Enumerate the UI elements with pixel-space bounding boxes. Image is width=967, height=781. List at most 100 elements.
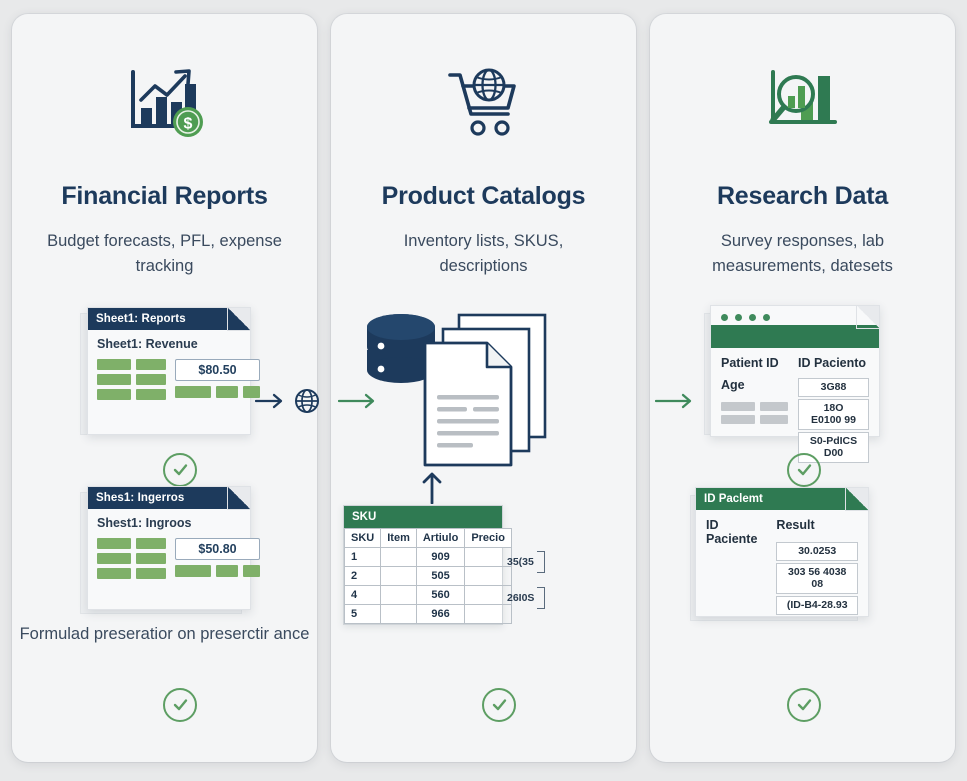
value-box: 303 56 4038 08 <box>776 562 858 594</box>
patient-doc-bottom[interactable]: ID Paclemt ID Paciente Result 30.0253 30… <box>695 486 869 617</box>
sku-table[interactable]: SKU SKU Item Artiulo Precio 1 909 <box>343 504 512 625</box>
table-row[interactable]: 4 560 <box>343 584 512 605</box>
table-header-row: SKU Item Artiulo Precio <box>343 527 512 548</box>
cell-item <box>380 603 417 624</box>
table-title: SKU <box>344 505 502 528</box>
cell-sku: 1 <box>343 546 382 567</box>
page-fold-icon <box>856 305 879 329</box>
redacted-block <box>721 401 755 411</box>
data-cell <box>97 373 131 385</box>
data-cell <box>216 564 238 577</box>
redacted-block <box>721 414 755 424</box>
arrow-right-icon <box>655 393 692 409</box>
connector-to-catalogs <box>338 392 380 410</box>
stage-catalogs: SKU SKU Item Artiulo Precio 1 909 <box>331 305 636 735</box>
page-title: Research Data <box>716 182 889 210</box>
column-header-precio: Precio <box>464 527 512 548</box>
brace-icon <box>537 586 546 609</box>
stage-financial: Sheet1: Reports Sheet1: Revenue $80.50 <box>12 305 317 735</box>
data-cell <box>136 552 166 564</box>
doc-header <box>711 324 879 348</box>
cell-item <box>380 546 417 567</box>
data-cell <box>97 388 131 400</box>
doc-sublabel: Sheet1: Revenue <box>97 336 198 351</box>
cell-grid-left <box>97 537 166 579</box>
data-cell <box>136 373 166 385</box>
check-circle-icon <box>163 687 197 722</box>
cell-grid-left <box>97 358 166 400</box>
table-row[interactable]: 2 505 <box>343 565 512 586</box>
data-cell <box>136 567 166 579</box>
column-subtitle: Survey responses, lab measurements, date… <box>712 232 893 275</box>
dot-icon <box>735 313 742 321</box>
page-fold-icon <box>845 487 868 511</box>
connector-reports-to-globe <box>255 388 320 414</box>
dot-icon <box>749 313 756 321</box>
database-documents-icon <box>355 305 565 490</box>
spreadsheet-doc-reports[interactable]: Sheet1: Reports Sheet1: Revenue $80.50 <box>87 306 260 435</box>
dot-icon <box>721 313 728 321</box>
data-cell <box>136 358 166 370</box>
table-sidenote: 35(35 <box>507 550 545 573</box>
cell-articulo: 560 <box>415 584 466 605</box>
brace-icon <box>536 550 545 573</box>
doc-header: Shes1: Ingerros <box>88 486 250 509</box>
column-subtitle: Inventory lists, SKUS, descriptions <box>403 232 564 275</box>
sidenote-label: 35(35 <box>507 555 534 568</box>
data-cell <box>97 358 131 370</box>
connector-to-research <box>655 392 697 410</box>
field-label-id-paciente: ID Paciente <box>706 517 758 546</box>
shopping-cart-globe-icon <box>331 14 636 158</box>
column-header-articulo: Artiulo <box>415 527 466 548</box>
column-header-sku: SKU <box>343 527 382 548</box>
data-cell <box>175 564 211 577</box>
cell-precio <box>464 584 512 605</box>
column-product-catalogs: Product Catalogs Inventory lists, SKUS, … <box>331 14 636 762</box>
check-circle-icon <box>787 452 821 487</box>
value-column: Result 30.0253 303 56 4038 08 (ID-B4-28.… <box>776 518 858 615</box>
table: SKU Item Artiulo Precio 1 909 2 5 <box>343 527 512 624</box>
bar-chart-growth-dollar-icon: $ <box>12 14 317 158</box>
cell-precio <box>464 565 512 586</box>
arrow-right-icon <box>338 393 375 409</box>
column-header-item: Item <box>380 527 417 548</box>
patient-doc-top[interactable]: Patient ID Age ID Paciento 3G8 <box>710 304 880 463</box>
data-cell <box>243 564 260 577</box>
value-box: $80.50 <box>175 358 260 381</box>
cell-item <box>380 565 417 586</box>
spreadsheet-doc-ingresos[interactable]: Shes1: Ingerros Shest1: Ingroos $50.80 <box>87 485 260 610</box>
value-box: 18O E0100 99 <box>798 398 869 430</box>
arrow-up-icon <box>421 470 443 509</box>
redacted-block <box>760 401 788 411</box>
cell-precio <box>464 603 512 624</box>
doc-sublabel: Shest1: Ingroos <box>97 515 192 530</box>
table-row[interactable]: 5 966 <box>343 603 512 624</box>
field-label-patient-id: Patient ID <box>721 355 779 370</box>
cell-articulo: 505 <box>415 565 466 586</box>
data-cell <box>97 537 131 549</box>
column-subtitle: Budget forecasts, PFL, expense tracking <box>47 232 282 275</box>
data-cell <box>97 567 131 579</box>
page-title: Product Catalogs <box>381 182 586 210</box>
value-box: S0-PdICS D00 <box>798 431 869 463</box>
page-fold-icon <box>227 307 250 331</box>
column-research-data: Research Data Survey responses, lab meas… <box>650 14 955 762</box>
value-box: $50.80 <box>175 537 260 560</box>
page-title: Financial Reports <box>61 182 268 210</box>
check-circle-icon <box>482 687 516 722</box>
doc-body: ID Paciente Result 30.0253 303 56 4038 0… <box>696 510 868 625</box>
window-dots <box>711 306 879 325</box>
cell-grid-right: $50.80 <box>175 537 260 579</box>
table-row[interactable]: 1 909 <box>343 546 512 567</box>
page-fold-icon <box>227 486 250 510</box>
cell-sku: 2 <box>343 565 382 586</box>
check-circle-icon <box>787 687 821 722</box>
check-circle-icon <box>163 452 197 487</box>
data-cell <box>216 385 238 398</box>
cell-grid-right: $80.50 <box>175 358 260 400</box>
value-box: 3G88 <box>798 377 869 397</box>
value-box: (ID-B4-28.93 <box>776 595 858 615</box>
doc-body: Patient ID Age ID Paciento 3G8 <box>711 348 879 473</box>
field-label-id-paciento: ID Paciento <box>798 355 867 370</box>
